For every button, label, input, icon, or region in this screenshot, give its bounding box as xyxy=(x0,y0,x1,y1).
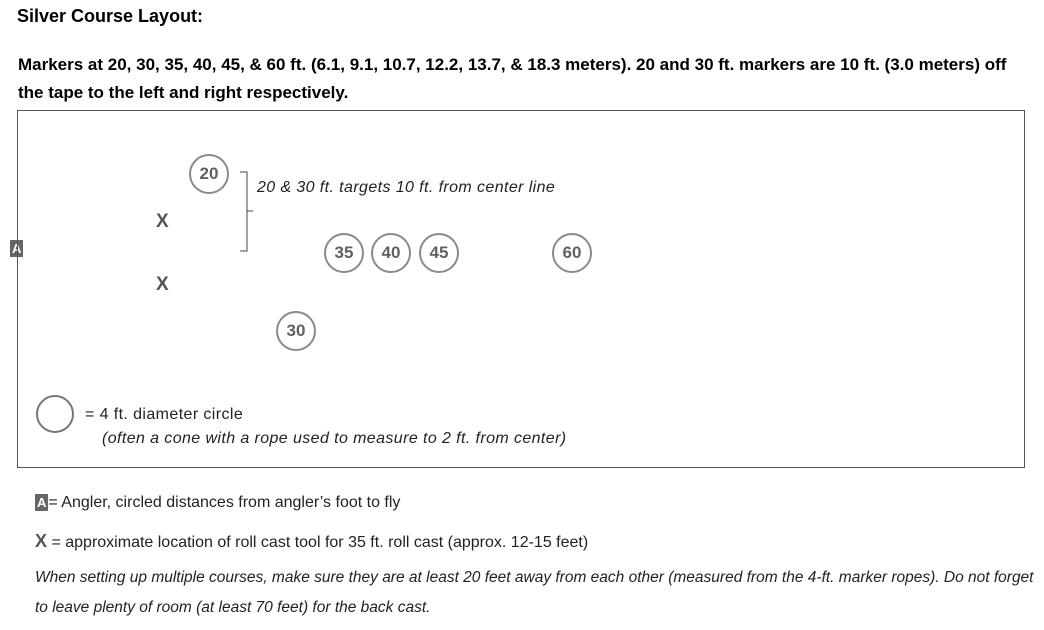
roll-cast-x-lower: X xyxy=(156,274,169,295)
angler-marker: A xyxy=(10,240,24,257)
page-title: Silver Course Layout: xyxy=(17,6,204,26)
marker-30: 30 xyxy=(276,311,316,351)
key-x: X = approximate location of roll cast to… xyxy=(35,531,588,552)
marker-20: 20 xyxy=(189,154,229,194)
marker-60: 60 xyxy=(552,233,592,273)
x-key-symbol: X xyxy=(35,531,48,551)
footnote: When setting up multiple courses, make s… xyxy=(35,569,1034,616)
x-key-text: = approximate location of roll cast tool… xyxy=(51,534,589,551)
marker-45: 45 xyxy=(419,233,459,273)
course-diagram: 20 30 35 40 45 60 X X 20 & 30 ft. target… xyxy=(17,110,1025,468)
marker-40: 40 xyxy=(371,233,411,273)
marker-35: 35 xyxy=(324,233,364,273)
intro-paragraph: Markers at 20, 30, 35, 40, 45, & 60 ft. … xyxy=(18,55,1007,102)
angler-key-symbol: A xyxy=(35,494,49,511)
legend-circle-icon xyxy=(36,395,74,433)
key-angler: A= Angler, circled distances from angler… xyxy=(35,494,400,512)
roll-cast-x-upper: X xyxy=(156,211,169,232)
legend-circle-sub: (often a cone with a rope used to measur… xyxy=(102,430,567,447)
legend-circle-label: = 4 ft. diameter circle xyxy=(85,406,244,423)
target-note: 20 & 30 ft. targets 10 ft. from center l… xyxy=(257,179,556,196)
angler-key-text: = Angler, circled distances from angler’… xyxy=(48,494,401,511)
target-bracket xyxy=(240,171,253,252)
